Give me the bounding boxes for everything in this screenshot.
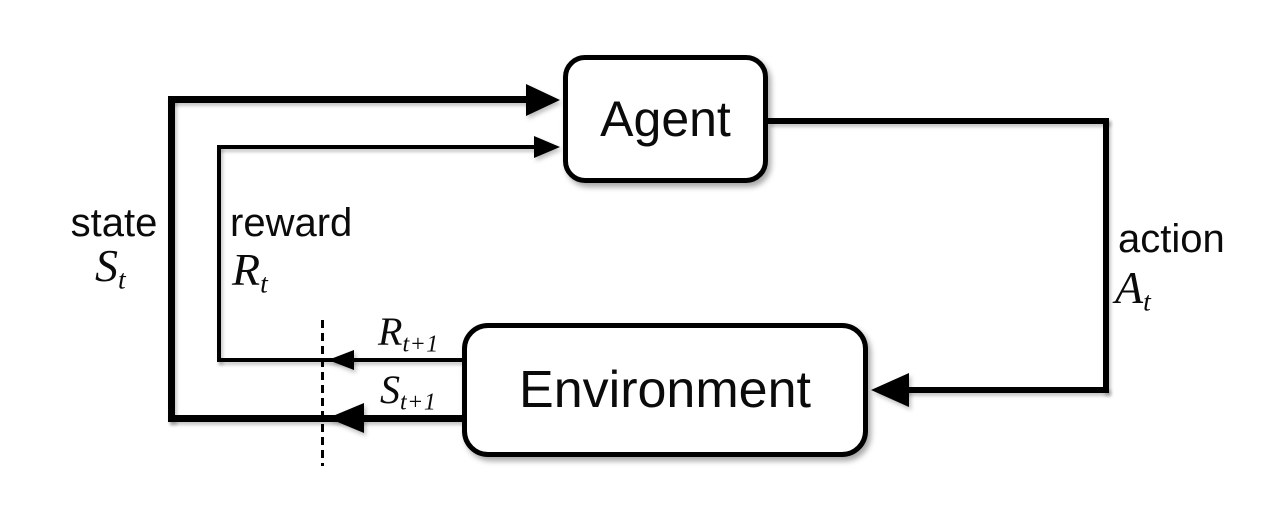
reward-symbol: R (232, 244, 261, 295)
next-state-subscript: t+1 (400, 389, 437, 416)
agent-node: Agent (563, 55, 768, 183)
action-symbol: A (1115, 262, 1144, 313)
state-subscript: t (118, 263, 127, 295)
next-reward-arrowhead-icon (328, 350, 354, 370)
state-label-word: state (70, 201, 158, 245)
reward-line-top-segment (217, 145, 537, 149)
action-label-word: action (1118, 217, 1225, 261)
next-reward-label-symbol: Rt+1 (378, 312, 439, 357)
state-line-top-segment (168, 96, 530, 103)
action-label-symbol: At (1115, 262, 1152, 317)
state-symbol: S (95, 240, 118, 291)
action-arrowhead-icon (871, 373, 909, 407)
next-state-arrowhead-icon (328, 403, 364, 433)
next-reward-subscript: t+1 (402, 331, 439, 358)
state-label-symbol: St (95, 240, 127, 295)
reward-line-left-segment (217, 145, 221, 362)
environment-node-label: Environment (519, 361, 811, 419)
reward-subscript: t (260, 267, 269, 299)
next-state-label-symbol: St+1 (380, 370, 436, 415)
time-step-dashed-divider (321, 320, 324, 466)
next-reward-symbol: R (378, 309, 403, 354)
reward-label-symbol: Rt (232, 244, 269, 299)
action-subscript: t (1143, 285, 1152, 317)
state-arrowhead-icon (526, 84, 560, 116)
state-line-bottom-segment (168, 415, 462, 422)
agent-node-label: Agent (600, 91, 731, 147)
reward-label-word: reward (230, 201, 353, 245)
action-line-right-segment (1103, 118, 1109, 393)
state-line-left-segment (168, 96, 175, 422)
next-state-symbol: S (380, 367, 400, 412)
action-line-bottom-segment (903, 387, 1109, 393)
action-line-top-segment (768, 118, 1109, 124)
reward-arrowhead-icon (534, 136, 560, 158)
environment-node: Environment (462, 323, 868, 457)
